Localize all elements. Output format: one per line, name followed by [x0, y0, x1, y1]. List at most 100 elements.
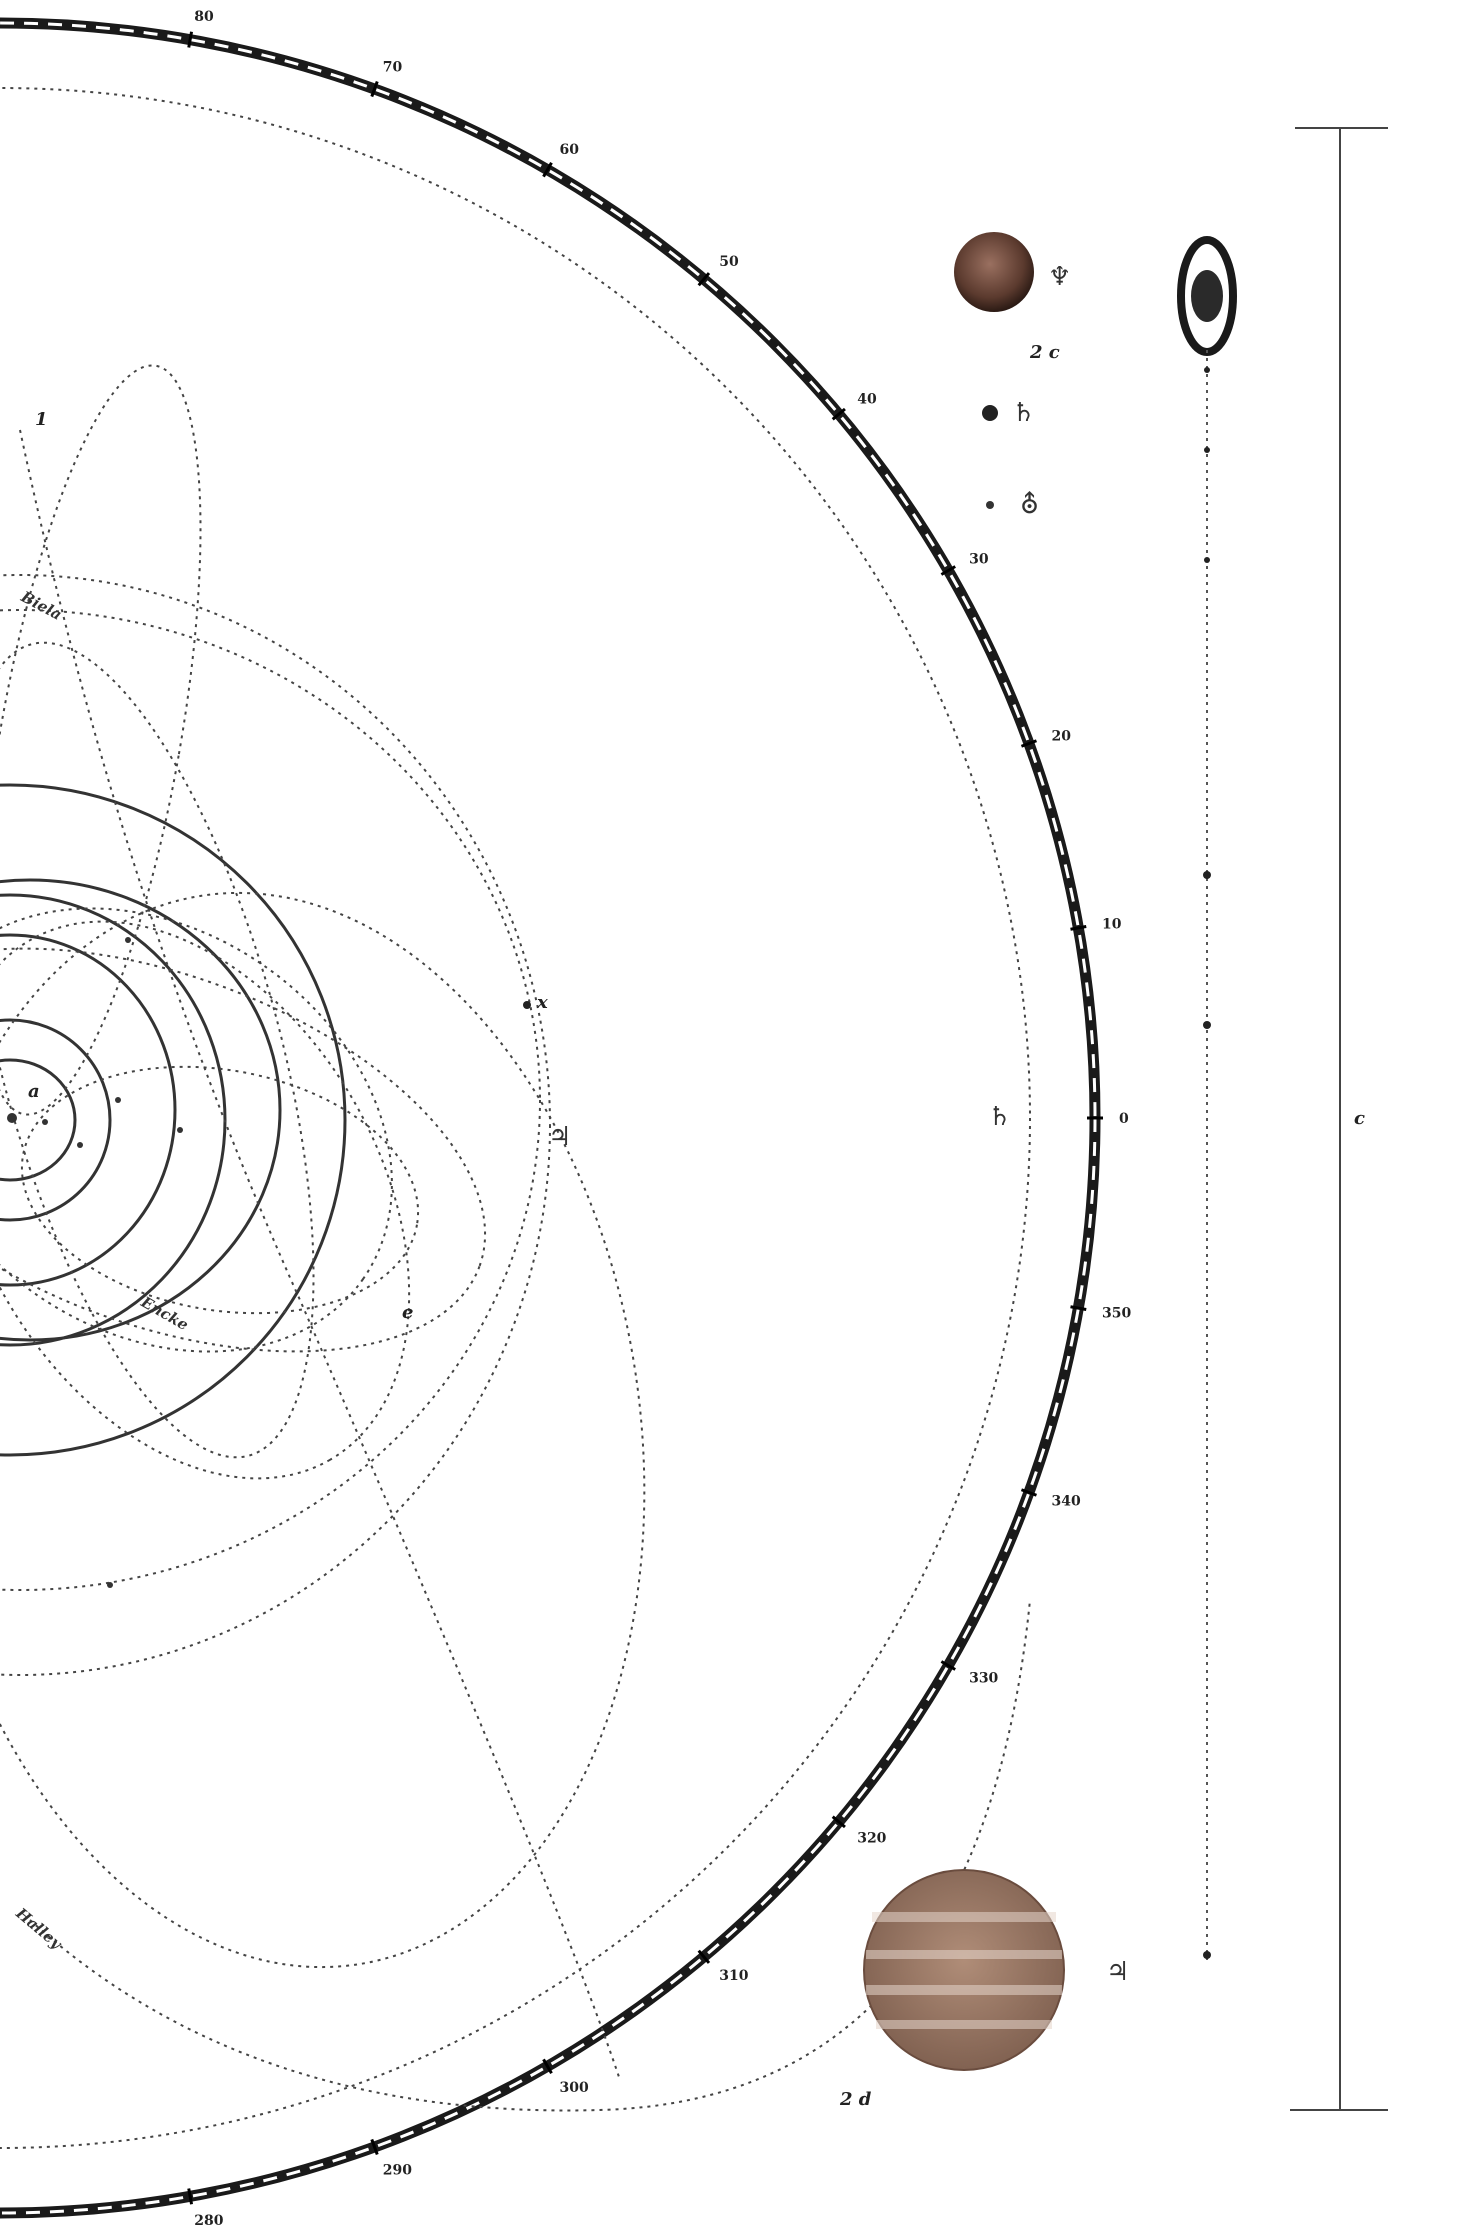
orbit-markers: x e a ♃ ♄: [28, 992, 1011, 1323]
scale-bar: c: [1290, 127, 1388, 2111]
inner-planet-marks: [7, 937, 183, 1588]
satellite-scale: [1203, 350, 1211, 1960]
saturn-small-disk: [982, 405, 998, 421]
earth-mark: [115, 1097, 121, 1103]
ring-tick: [370, 81, 379, 98]
asteroid-mark-1: [125, 937, 131, 943]
ring-tick: [697, 272, 711, 287]
ring-degree-label: 310: [719, 1968, 748, 1984]
saturn-small-symbol: ♄: [1012, 398, 1035, 428]
neptune-symbol: ♆: [1048, 262, 1071, 292]
comet-orbit-4: [20, 1065, 420, 1315]
sun-mark: [7, 1113, 17, 1123]
ring-degree-label: 30: [969, 552, 989, 568]
ring-degree-label: 10: [1102, 917, 1122, 933]
solid-orbit-5: [0, 878, 282, 1342]
jupiter-orbit-symbol: ♃: [548, 1122, 571, 1152]
ring-tick: [542, 162, 553, 178]
ring-degree-label: 50: [719, 254, 739, 270]
asteroid-mark-2: [107, 1582, 113, 1588]
long-comet-orbit: [19, 429, 621, 2081]
comet-orbit-3: [0, 920, 411, 1480]
ring-degree-label: 340: [1052, 1494, 1081, 1510]
ring-tick: [542, 2058, 553, 2074]
ring-tick: [831, 1815, 846, 1829]
figure-label-2c: 2 c: [1029, 342, 1060, 363]
ring-degree-label: 290: [383, 2163, 412, 2179]
ring-tick: [1070, 924, 1087, 931]
ring-ticks: [187, 31, 1103, 2205]
saturn-body: [1191, 270, 1223, 322]
comet-label-halley: Halley: [12, 1904, 66, 1954]
jupiter-band-2: [866, 1950, 1062, 1959]
ring-tick: [1020, 1488, 1037, 1497]
satellite-dot-3: [1204, 557, 1210, 563]
scale-bar-label: c: [1354, 1108, 1365, 1129]
ring-degree-labels: 80 70 60 50 40 30 20 10 0 350 340 330 320 310 300 290 28…: [194, 9, 1131, 2229]
figure-label-1: 1: [35, 409, 48, 430]
comet-orbit-1: [0, 907, 393, 1353]
comet-orbit-2: [0, 947, 487, 1353]
ring-tick: [1020, 739, 1037, 748]
venus-mark: [77, 1142, 83, 1148]
saturn-ringed: [1177, 236, 1237, 356]
ring-degree-label: 70: [383, 59, 403, 75]
halley-orbit: [29, 1599, 1031, 2112]
large-dashed-orbit: [0, 609, 541, 1591]
satellite-dot-4: [1203, 871, 1211, 879]
comet-label-biela: Biela: [17, 587, 65, 624]
ring-degree-label: 280: [194, 2213, 223, 2229]
figure-label-2d: 2 d: [839, 2089, 872, 2110]
ring-tick: [187, 31, 194, 48]
uranus-symbol: ⛢: [1020, 490, 1039, 520]
uranus-orbit: [0, 87, 1031, 2149]
uranus-small-disk: [986, 501, 994, 509]
ring-degree-label: 330: [969, 1671, 998, 1687]
ring-degree-label: 40: [857, 392, 877, 408]
ring-degree-label: 0: [1119, 1111, 1129, 1127]
ring-tick: [370, 2138, 379, 2155]
fig-2c-group: ♆ 2 c ♄ ⛢: [954, 232, 1071, 520]
mars-mark: [177, 1127, 183, 1133]
orbit-letter-a: a: [28, 1081, 40, 1102]
solid-orbit-6: [0, 1058, 77, 1182]
fig-2d-group: ♃ 2 d: [839, 1869, 1129, 2110]
ring-degree-label: 20: [1052, 728, 1072, 744]
comet-orbit-7: [0, 641, 315, 1459]
jupiter-disk-symbol: ♃: [1106, 1957, 1129, 1987]
jupiter-orbit: [0, 574, 551, 1676]
ring-tick: [187, 2188, 194, 2205]
jupiter-band-1: [872, 1912, 1056, 1922]
neptune-disk: [954, 232, 1034, 312]
ring-degree-label: 80: [194, 9, 214, 25]
jupiter-disk: [863, 1869, 1065, 2071]
solid-orbit-1: [0, 783, 347, 1457]
comet-orbit-6: [0, 364, 202, 1116]
ring-tick: [940, 1660, 956, 1671]
ring-tick: [940, 565, 956, 576]
inner-solid-orbits: [0, 783, 347, 1457]
ring-degree-label: 300: [560, 2080, 589, 2096]
comet-orbit-5: [0, 891, 646, 1969]
mercury-mark: [42, 1119, 48, 1125]
ring-tick: [831, 407, 846, 421]
jupiter-band-3: [866, 1985, 1062, 1995]
satellite-dot-2: [1204, 447, 1210, 453]
orbit-point-x: [523, 1001, 531, 1009]
ring-degree-label: 350: [1102, 1305, 1131, 1321]
comet-labels: Biela Encke Halley: [12, 587, 192, 1953]
comet-orbits: [0, 364, 1031, 2112]
jupiter-bands: [866, 1912, 1062, 2029]
ring-degree-label: 60: [560, 142, 580, 158]
satellite-dot-1: [1204, 367, 1210, 373]
solid-orbit-4: [0, 1018, 112, 1222]
solid-orbit-2: [0, 893, 227, 1347]
ring-degree-label: 320: [857, 1830, 886, 1846]
solid-orbit-3: [0, 933, 177, 1287]
saturn-orbit-symbol: ♄: [988, 1102, 1011, 1132]
orbit-letter-x: x: [536, 992, 548, 1013]
satellite-dot-6: [1203, 1951, 1211, 1959]
ring-tick: [697, 1949, 711, 1964]
orbit-letter-e: e: [402, 1302, 413, 1323]
